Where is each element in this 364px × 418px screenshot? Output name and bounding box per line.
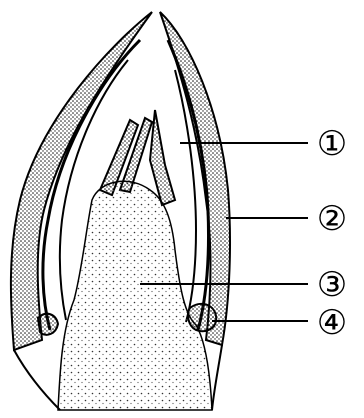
growing-point-stem xyxy=(58,181,212,410)
bud-primordium xyxy=(188,304,216,331)
label-2: ② xyxy=(317,199,347,239)
label-1: ① xyxy=(317,124,347,164)
label-3: ③ xyxy=(317,265,347,305)
label-4: ④ xyxy=(317,303,347,343)
